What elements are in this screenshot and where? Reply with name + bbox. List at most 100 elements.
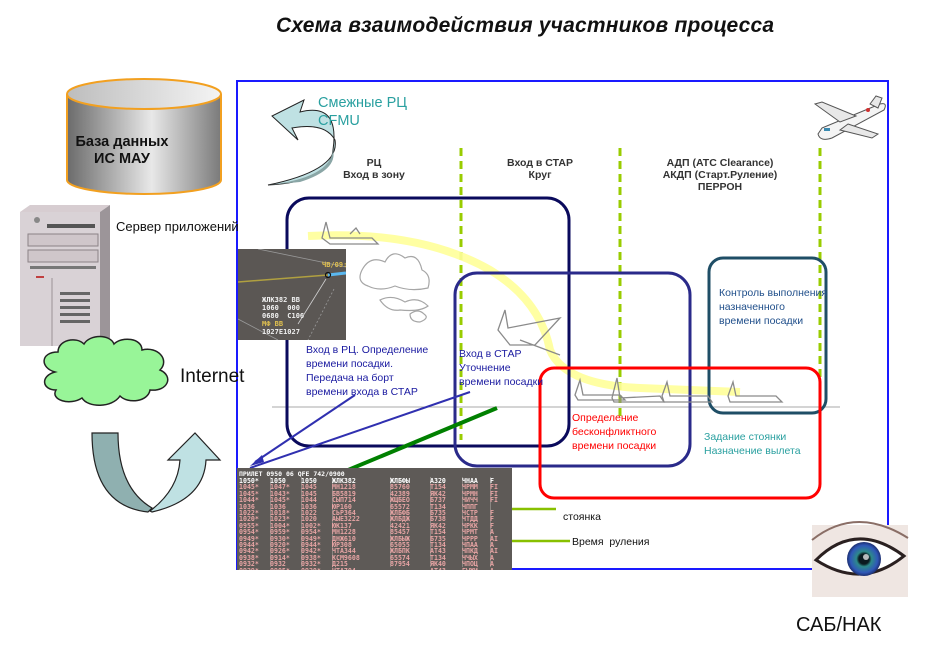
flight-table-cell: ЧТА344 (332, 548, 356, 555)
database-label: База данных ИС МАУ (75, 134, 169, 167)
flight-table-cell: 65055 (390, 542, 410, 549)
flight-table-cell: 0932* (301, 561, 321, 568)
flight-table-cell: 65572 (390, 503, 410, 511)
flight-table-cell: 0944* (239, 542, 259, 549)
flight-table-cell: 0932 (270, 561, 286, 568)
flight-table-cell: 87954 (390, 561, 410, 568)
radar-lines (238, 249, 346, 340)
flight-table-row: 0929*0905*0920*ЧТА704АТ43ЕЫЖИA (239, 568, 505, 570)
flight-table-cell: 0926* (270, 548, 290, 555)
flight-table-cell: A (490, 529, 494, 536)
airplane-icon (813, 95, 886, 140)
flight-table-cell: ЖЛБЫЖ (390, 535, 410, 543)
flight-table-cell: Б738 (430, 516, 446, 523)
flight-table-cell: 1045 (301, 484, 317, 491)
flight-table-cell: ЧРМН (462, 490, 478, 498)
observer-label: САБ/НАК (796, 614, 882, 636)
flight-table-cell: ЧППГ (462, 503, 478, 511)
flight-table-cell: 0942* (239, 548, 259, 555)
flight-table-cell: 0954* (239, 529, 259, 536)
flight-table-cell: МН1218 (332, 484, 356, 491)
flight-table-cell: ЧНАА (462, 478, 478, 485)
radar-track-label: ЧВ/09:56 (322, 261, 346, 269)
flight-table-cell: 1045* (270, 497, 290, 504)
flight-table-cell: ЖЛБДЖ (390, 516, 410, 523)
flight-table-cell: СЫП714 (332, 497, 356, 504)
flight-table-cell: 1002* (301, 522, 321, 530)
flight-table-cell: 1036 (239, 503, 255, 511)
flight-table-cell: ЖЛК382 (332, 478, 356, 485)
flight-table-cell: ЮР308 (332, 542, 352, 549)
flight-table-cell: 0938* (301, 554, 321, 562)
observer-eye-icon (811, 521, 909, 597)
flight-table-cell (390, 568, 430, 570)
arrow-star-to-table (249, 391, 471, 469)
flight-table-cell: AI (490, 535, 498, 543)
flight-table-cell: 1018* (270, 510, 290, 517)
flight-table-cell: АТ43 (430, 548, 446, 555)
flight-table-cell: F (490, 516, 494, 523)
flight-table-cell: 1044* (239, 497, 259, 504)
flight-table-cell: F (490, 478, 494, 485)
server-icon (20, 205, 110, 346)
flight-table-cell: F (490, 510, 494, 517)
flight-table-cell: 0920* (270, 542, 290, 549)
flight-table-cell: МН1228 (332, 529, 356, 536)
flight-table-cell: 1050 (301, 478, 317, 485)
zone-conflict-text: Определение бесконфликтного времени поса… (572, 412, 657, 452)
radar-screen: ЧВ/09:56 (238, 249, 346, 340)
flight-table-cell: ЕЫЖИ (462, 568, 490, 570)
flight-table-cell: 1045* (239, 490, 259, 498)
flight-table-cell: 1022 (301, 510, 317, 517)
arrow-rc-to-table (254, 394, 356, 463)
aircraft-icon (727, 379, 784, 403)
flight-table-cell: ЯК42 (430, 522, 446, 530)
flight-table-cell: 1004* (270, 522, 290, 530)
flight-table-cell: 0954* (301, 529, 321, 536)
flight-table-cell: 0944* (301, 542, 321, 549)
zone-control (707, 256, 828, 415)
flight-table-cell: Б735 (430, 535, 446, 543)
flight-table-cell: 1043* (270, 490, 290, 498)
flight-table-cell: ЖЛБФЫ (390, 478, 410, 485)
radar-line: ЖЛК382 ВВ (262, 296, 300, 304)
flight-table-cell: 1047* (270, 484, 290, 491)
flight-table-cell: 0959* (270, 529, 290, 536)
flight-table-cell: 1020* (239, 516, 259, 523)
flight-table-cell: АЫЕ3222 (332, 516, 360, 523)
column-header-adp: АДП (ATC Clearance) АКДП (Старт.Руление)… (662, 157, 778, 193)
flight-table-cell: А320 (430, 478, 446, 485)
zone-star-text: Вход в СТАР Уточнение времени посадки (459, 348, 544, 388)
aircraft-icons (321, 221, 784, 403)
flight-table-cell: Б735 (430, 510, 446, 517)
aircraft-icon (321, 221, 380, 245)
flight-table-cell: 85760 (390, 484, 410, 491)
taxi-time-annotation: Время руления (572, 536, 650, 548)
flight-table-cell: БВ5819 (332, 490, 356, 498)
flight-table-cell: 65574 (390, 554, 410, 562)
flight-table-cell: ЧИЧЧ (462, 497, 478, 504)
flight-table-cell: A (490, 561, 494, 568)
flight-table-cell: 0905* (270, 568, 301, 570)
column-header-rc: РЦ Вход в зону (343, 157, 405, 181)
flight-table-cell: 1044 (301, 497, 317, 504)
diagram-title: Схема взаимодействия участников процесса (276, 14, 775, 37)
flight-table-cell: 1045* (239, 484, 259, 491)
cloud-icons (359, 253, 430, 323)
flight-table-cell: Т154 (430, 484, 446, 491)
flight-table-cell: 0929* (239, 568, 270, 570)
flight-table-cell: 42389 (390, 490, 410, 498)
flight-table-cell: ЖЩБЕО (390, 497, 410, 504)
flight-table-cell: Т134 (430, 542, 446, 549)
zone-conflict (538, 366, 822, 500)
flight-table-cell: ЯК42 (430, 490, 446, 498)
flight-table-cell: F (490, 522, 494, 530)
